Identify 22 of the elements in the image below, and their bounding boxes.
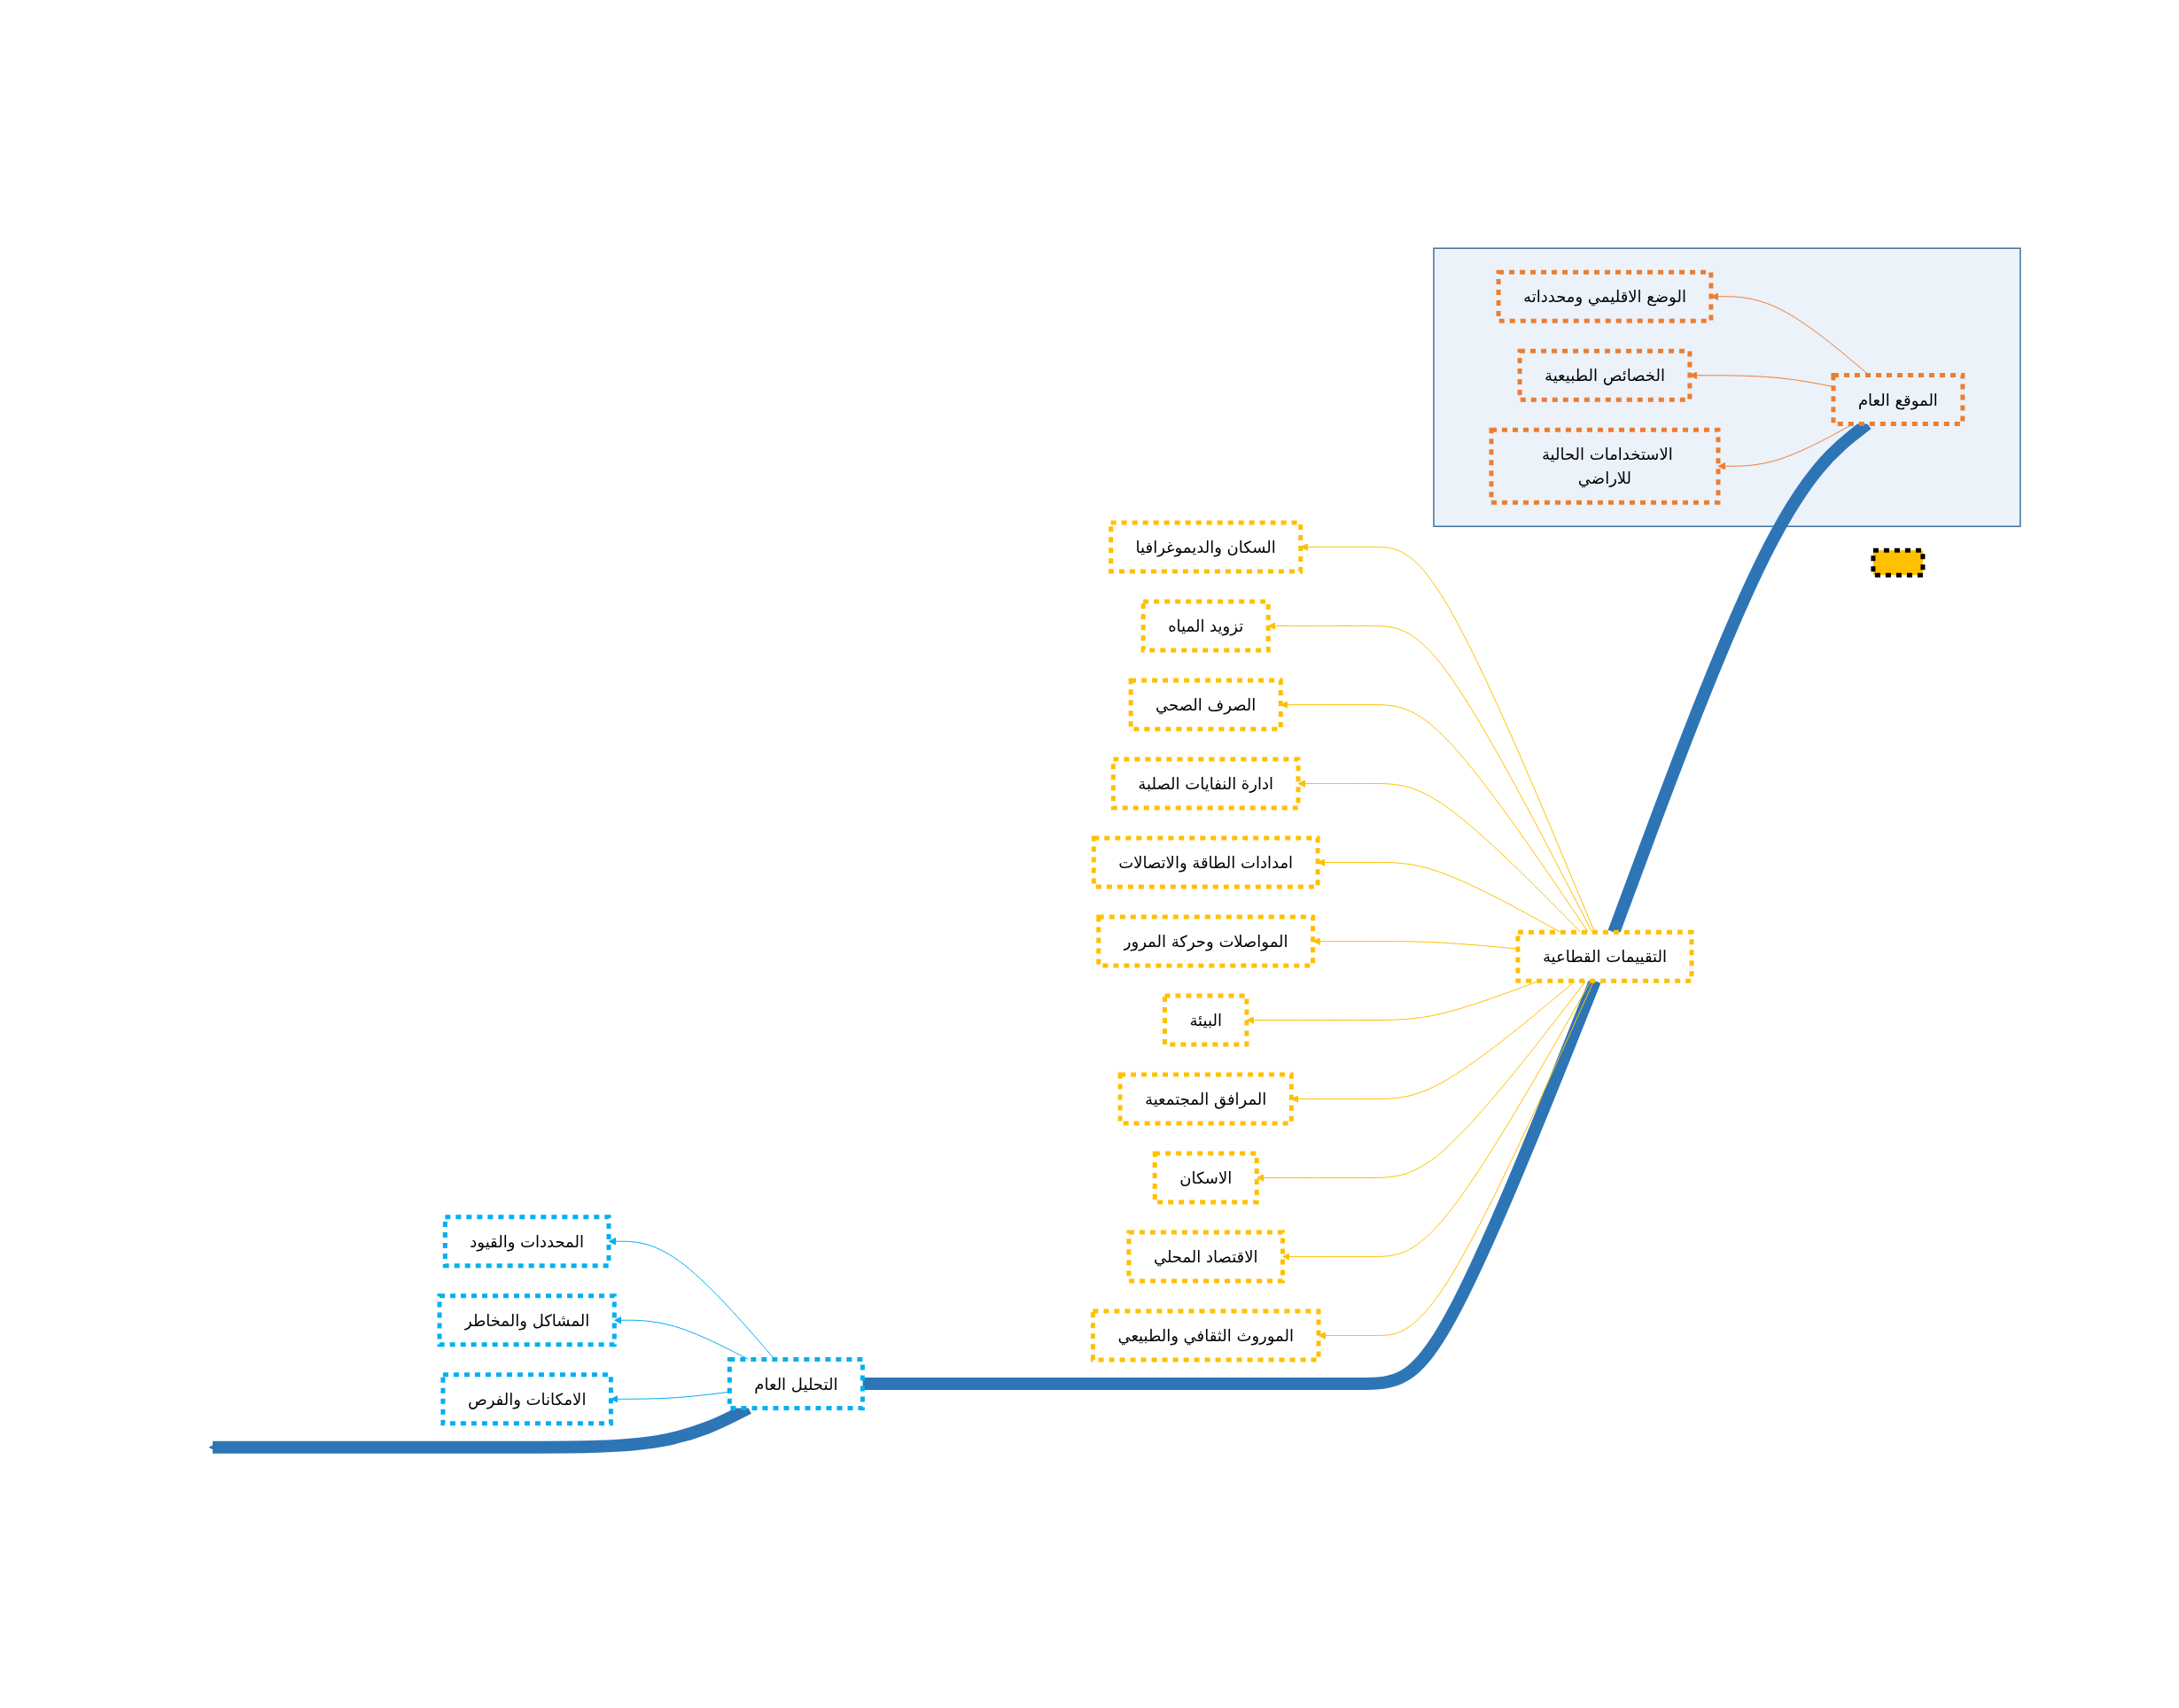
node-box: المشاكل والمخاطر: [437, 1293, 617, 1347]
node-box: البيئة: [1162, 993, 1249, 1047]
node-box: المرافق المجتمعية: [1117, 1072, 1294, 1126]
node-box: الوضع الاقليمي ومحدداته: [1496, 269, 1713, 323]
node-box: الصرف الصحي: [1128, 678, 1283, 732]
node-box: المحددات والقيود: [442, 1215, 611, 1269]
node-box: الاقتصاد المحلي: [1125, 1230, 1285, 1284]
cluster: [1432, 247, 2021, 527]
node-box: الخصائص الطبيعية: [1517, 348, 1692, 402]
node-box: تزويد المياه: [1140, 599, 1271, 653]
node-box: المواصلات وحركة المرور: [1095, 914, 1315, 968]
node-box: الاستخدامات الحالية للاراضي: [1489, 427, 1721, 505]
node-box: الامكانات والفرص: [440, 1372, 613, 1426]
node-box: [1871, 547, 1925, 578]
node-box: الاسكان: [1152, 1151, 1259, 1205]
node-box: التحليل العام: [727, 1357, 865, 1410]
node-box: امدادات الطاقة والاتصالات: [1091, 835, 1320, 889]
node-box: ادارة النفايات الصلبة: [1110, 757, 1301, 811]
node-box: الموقع العام: [1831, 373, 1965, 426]
node-box: الموروث الثقافي والطبيعي: [1090, 1308, 1321, 1363]
node-box: السكان والديموغرافيا: [1108, 520, 1303, 574]
node-box: التقييمات القطاعية: [1515, 929, 1694, 983]
